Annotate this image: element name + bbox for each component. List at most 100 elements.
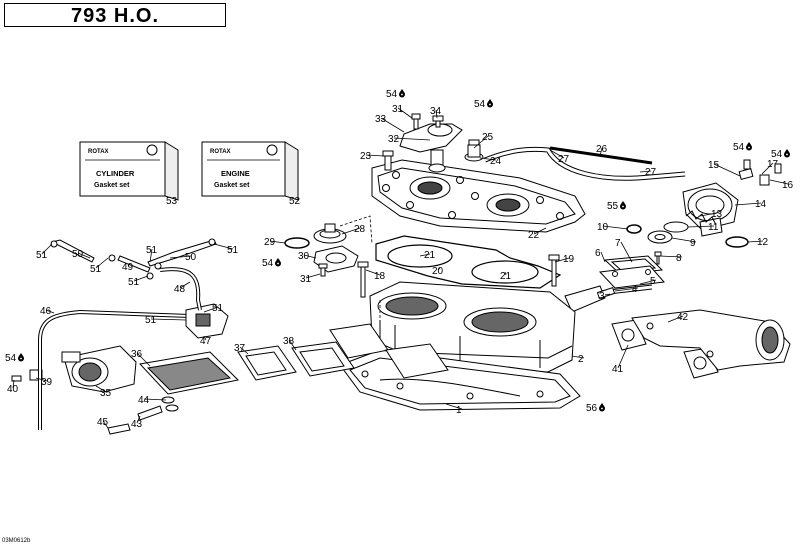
leader-line (599, 147, 603, 157)
leader-line (288, 339, 297, 351)
fitting-45 (107, 423, 131, 435)
callout-9: 9 (690, 238, 696, 249)
leader-line (602, 225, 629, 230)
callout-8: 8 (676, 253, 682, 264)
loctite-drop-icon (399, 89, 405, 98)
gasket-set-52-number: 52 (289, 196, 301, 207)
callout-14: 14 (755, 199, 767, 210)
leader-line (203, 306, 219, 313)
valve-spring-13 (685, 210, 717, 226)
intake-spacers (329, 323, 449, 379)
leader-line (95, 257, 109, 269)
sensor-24 (464, 139, 484, 162)
leader-line (761, 162, 774, 175)
leader-line (639, 279, 657, 285)
leader-line (769, 179, 789, 185)
callout-32: 32 (388, 134, 400, 145)
guide-6 (598, 265, 665, 289)
intake-part-36 (139, 351, 240, 395)
callout-45: 45 (97, 417, 109, 428)
gasket-set-52-brand: ROTAX (210, 149, 231, 155)
callout-54: 54 (386, 89, 398, 100)
callout-54: 54 (771, 149, 783, 160)
leader-line (435, 109, 438, 119)
leader-line (143, 398, 167, 401)
leader-line (604, 293, 611, 296)
o-ring-29 (284, 237, 310, 249)
leader-line (35, 377, 48, 382)
o-ring-10 (626, 224, 642, 234)
leader-line (437, 267, 441, 271)
callout-44: 44 (138, 395, 150, 406)
o-ring-12 (725, 236, 749, 248)
leader-line (149, 248, 153, 263)
bolt-18 (357, 261, 369, 298)
bolt-23 (382, 150, 394, 171)
sensor-39 (11, 369, 43, 382)
exhaust-valve-3 (564, 285, 616, 313)
leader-line (734, 202, 762, 206)
callout-48: 48 (174, 284, 186, 295)
callout-38: 38 (283, 336, 295, 347)
loctite-drop-icon (18, 353, 24, 362)
callout-3: 3 (599, 291, 605, 302)
leader-line (479, 157, 497, 161)
loctite-drop-icon (784, 149, 790, 158)
callout-36: 36 (131, 349, 143, 360)
leader-line (667, 315, 684, 323)
leader-line (533, 227, 547, 235)
leader-line (239, 346, 249, 355)
leader-line (77, 252, 91, 259)
gasket-set-53-line2: Gasket set (94, 182, 130, 189)
leader-line (445, 403, 463, 410)
thermostat-28 (313, 223, 347, 244)
leader-line (713, 163, 741, 177)
callout-27: 27 (645, 167, 657, 178)
callout-55: 55 (607, 201, 619, 212)
leader-line (179, 281, 191, 289)
callout-51: 51 (145, 315, 157, 326)
callout-30: 30 (298, 251, 310, 262)
leader-line (620, 241, 633, 263)
loctite-drop-icon (275, 258, 281, 267)
leader-line (136, 352, 151, 367)
oil-hose-46 (38, 309, 191, 430)
callout-43: 43 (131, 419, 143, 430)
leader-line (365, 154, 385, 157)
callout-1: 1 (456, 405, 462, 416)
callout-27: 27 (558, 154, 570, 165)
callout-39: 39 (41, 377, 53, 388)
callout-54: 54 (262, 258, 274, 269)
callout-5: 5 (650, 276, 656, 287)
callout-15: 15 (708, 160, 720, 171)
leader-line (269, 240, 286, 244)
leader-line (554, 257, 570, 263)
leader-line (671, 237, 697, 243)
callout-35: 35 (100, 388, 112, 399)
leader-line (549, 149, 565, 159)
page-title: 793 H.O. (70, 5, 160, 27)
gasket-set-53 (79, 141, 179, 201)
loctite-drop-icon (487, 99, 493, 108)
callout-50: 50 (72, 249, 84, 260)
valve-11 (663, 221, 689, 233)
callout-26: 26 (596, 144, 608, 155)
gasket-set-52-line1: ENGINE (221, 169, 250, 178)
callout-25: 25 (482, 132, 494, 143)
callout-51: 51 (227, 245, 239, 256)
leader-line (380, 117, 405, 133)
callout-46: 46 (40, 306, 52, 317)
leader-line (687, 225, 715, 228)
loctite-drop-icon (746, 142, 752, 151)
leader-line (365, 269, 381, 276)
leader-line (397, 107, 413, 119)
leader-line (571, 355, 585, 359)
callout-54: 54 (474, 99, 486, 110)
thermostat-housing (399, 123, 463, 173)
coolant-tube-27 (484, 146, 686, 181)
rod-26 (549, 146, 653, 165)
leader-line (169, 255, 192, 259)
callout-31: 31 (300, 274, 312, 285)
